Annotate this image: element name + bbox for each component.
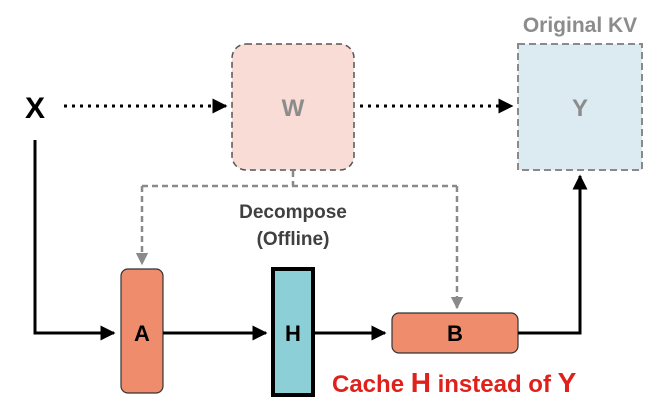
- a-node: [120, 268, 164, 394]
- decompose-connector: [142, 171, 457, 188]
- caption-part2: instead of: [431, 371, 558, 398]
- b-label: B: [447, 321, 463, 346]
- caption: Cache H instead of Y: [332, 367, 577, 398]
- y-label: Y: [572, 95, 588, 122]
- x-label: X: [25, 92, 45, 125]
- a-label: A: [134, 321, 150, 346]
- w-label: W: [282, 95, 305, 122]
- h-label: H: [285, 321, 301, 346]
- arrow-b-to-y: [518, 174, 588, 335]
- w-node: [231, 43, 355, 171]
- decompose-label: Decompose: [239, 202, 347, 223]
- original-kv-label: Original KV: [523, 14, 637, 37]
- caption-part1: Cache: [332, 371, 411, 398]
- caption-h: H: [411, 367, 431, 398]
- arrow-x-to-a: [33, 140, 116, 341]
- offline-label: (Offline): [257, 229, 330, 250]
- y-node: [517, 43, 643, 171]
- caption-y: Y: [558, 367, 577, 398]
- h-node: [271, 267, 315, 397]
